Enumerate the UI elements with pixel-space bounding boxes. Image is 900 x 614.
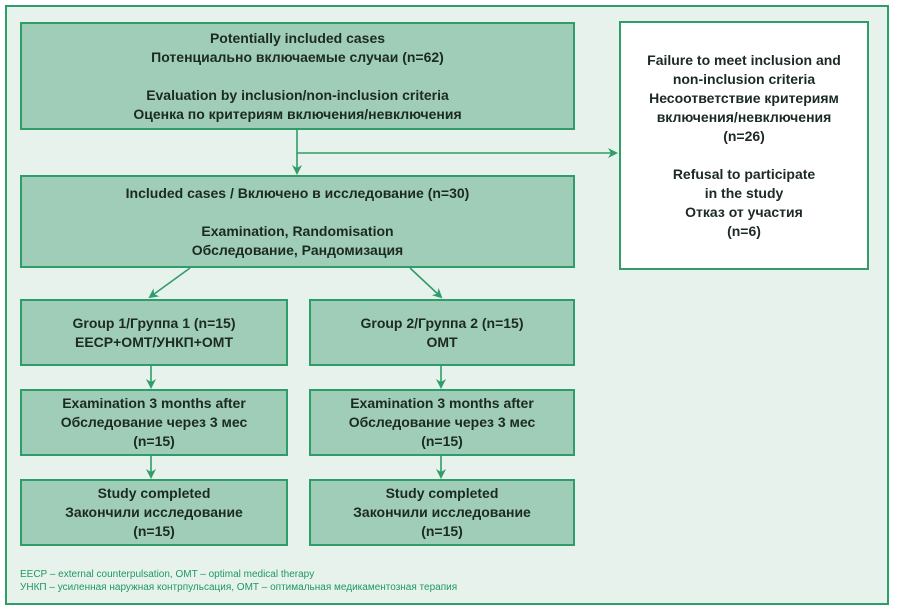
group1-line-2: EECP+OMT/УНКП+ОМТ: [75, 333, 233, 350]
refusal-line-1: Refusal to participate: [672, 165, 816, 182]
failure-count: (n=26): [723, 127, 765, 144]
randomisation-line-1: Examination, Randomisation: [201, 222, 394, 239]
group1-box: Group 1/Группа 1 (n=15) EECP+OMT/УНКП+ОМ…: [20, 299, 288, 366]
failure-line-1: Failure to meet inclusion and: [647, 51, 841, 68]
arrow-to-group1: [148, 267, 191, 299]
group1-completed-box: Study completed Закончили исследование (…: [20, 479, 288, 546]
refusal-count: (n=6): [727, 222, 761, 239]
potential-cases-box: Potentially included cases Потенциально …: [20, 22, 575, 130]
group1-line-1: Group 1/Группа 1 (n=15): [72, 314, 236, 331]
done1-line-2: Закончили исследование: [65, 504, 243, 520]
exam2-line-1: Examination 3 months after: [350, 395, 534, 411]
footnote-russian: УНКП – усиленная наружная контрпульсация…: [20, 582, 458, 593]
group2-exam-box: Examination 3 months after Обследование …: [309, 389, 575, 456]
exam2-count: (n=15): [421, 433, 463, 449]
randomisation-line-2: Обследование, Рандомизация: [191, 241, 404, 258]
refusal-line-3: Отказ от участия: [685, 203, 803, 220]
exam1-line-1: Examination 3 months after: [62, 395, 246, 411]
failure-line-4: включения/невключения: [656, 108, 832, 125]
group2-line-2: OMT: [426, 333, 458, 350]
evaluation-line-2: Оценка по критериям включения/невключени…: [133, 105, 462, 122]
exam1-line-2: Обследование через 3 мес: [60, 414, 248, 430]
evaluation-line-1: Evaluation by inclusion/non-inclusion cr…: [146, 86, 449, 103]
failure-line-2: non-inclusion criteria: [672, 70, 816, 87]
excluded-box: Failure to meet inclusion and non-inclus…: [619, 21, 869, 270]
failure-line-3: Несоответствие критериям: [649, 89, 839, 106]
potential-line-1: Potentially included cases: [209, 29, 386, 46]
group1-exam-box: Examination 3 months after Обследование …: [20, 389, 288, 456]
done2-line-1: Study completed: [385, 485, 499, 501]
exam1-count: (n=15): [133, 433, 175, 449]
done2-count: (n=15): [421, 523, 463, 539]
group2-box: Group 2/Группа 2 (n=15) OMT: [309, 299, 575, 366]
refusal-line-2: in the study: [704, 184, 784, 201]
potential-line-2: Потенциально включаемые случаи (n=62): [151, 48, 444, 65]
footnote-english: EECP – external counterpulsation, OMT – …: [20, 569, 315, 580]
included-line-1: Included cases / Включено в исследование…: [125, 184, 470, 201]
exam2-line-2: Обследование через 3 мес: [348, 414, 536, 430]
arrow-to-group2: [409, 267, 443, 299]
included-cases-box: Included cases / Включено в исследование…: [20, 175, 575, 268]
done1-line-1: Study completed: [97, 485, 211, 501]
group2-line-1: Group 2/Группа 2 (n=15): [360, 314, 524, 331]
done1-count: (n=15): [133, 523, 175, 539]
done2-line-2: Закончили исследование: [353, 504, 531, 520]
group2-completed-box: Study completed Закончили исследование (…: [309, 479, 575, 546]
